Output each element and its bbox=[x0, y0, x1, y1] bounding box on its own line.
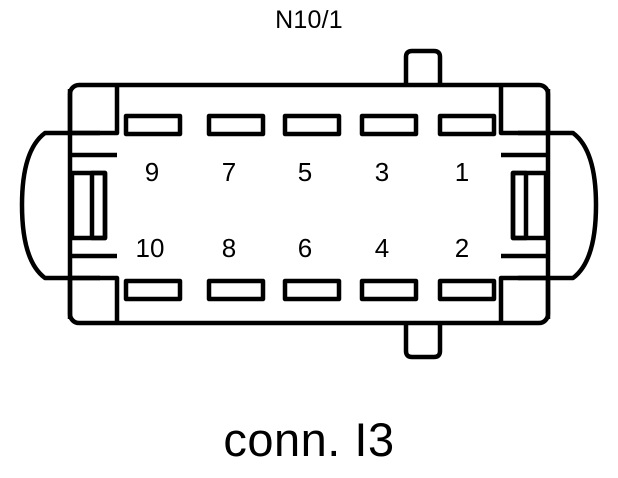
pin-number-10: 10 bbox=[136, 233, 165, 263]
bottom-center-tab bbox=[403, 323, 443, 360]
right-latch-slot-outer bbox=[510, 170, 549, 241]
corner-notch-bottom-left bbox=[67, 275, 120, 323]
connector-caption: conn. I3 bbox=[223, 413, 395, 466]
left-latch-slot-inner bbox=[89, 170, 108, 241]
pin-cavity-5 bbox=[282, 113, 342, 137]
right-latch-wing bbox=[518, 130, 599, 281]
corner-notch-top-right bbox=[498, 85, 551, 136]
left-latch-slot-outer bbox=[69, 170, 108, 241]
pin-number-9: 9 bbox=[145, 157, 159, 187]
top-center-tab bbox=[403, 48, 443, 85]
pin-cavity-7 bbox=[206, 113, 266, 137]
corner-notch-top-left bbox=[67, 85, 120, 136]
right-latch-slot-inner bbox=[510, 170, 529, 241]
pin-number-7: 7 bbox=[222, 157, 236, 187]
pin-cavity-1 bbox=[437, 113, 497, 137]
pin-number-6: 6 bbox=[298, 233, 312, 263]
pin-number-2: 2 bbox=[455, 233, 469, 263]
pin-number-5: 5 bbox=[298, 157, 312, 187]
pin-cavity-2 bbox=[437, 278, 497, 302]
connector-title: N10/1 bbox=[275, 6, 343, 34]
left-latch-wing bbox=[19, 130, 100, 281]
pin-number-4: 4 bbox=[375, 233, 389, 263]
pin-cavity-4 bbox=[359, 278, 419, 302]
pin-cavity-10 bbox=[123, 278, 183, 302]
pin-number-1: 1 bbox=[455, 157, 469, 187]
pin-number-8: 8 bbox=[222, 233, 236, 263]
connector-body-outline bbox=[67, 82, 551, 326]
pin-cavity-6 bbox=[282, 278, 342, 302]
pin-cavity-8 bbox=[206, 278, 266, 302]
corner-notch-bottom-right bbox=[498, 275, 551, 323]
pin-cavity-3 bbox=[359, 113, 419, 137]
pin-number-3: 3 bbox=[375, 157, 389, 187]
pin-cavity-9 bbox=[123, 113, 183, 137]
